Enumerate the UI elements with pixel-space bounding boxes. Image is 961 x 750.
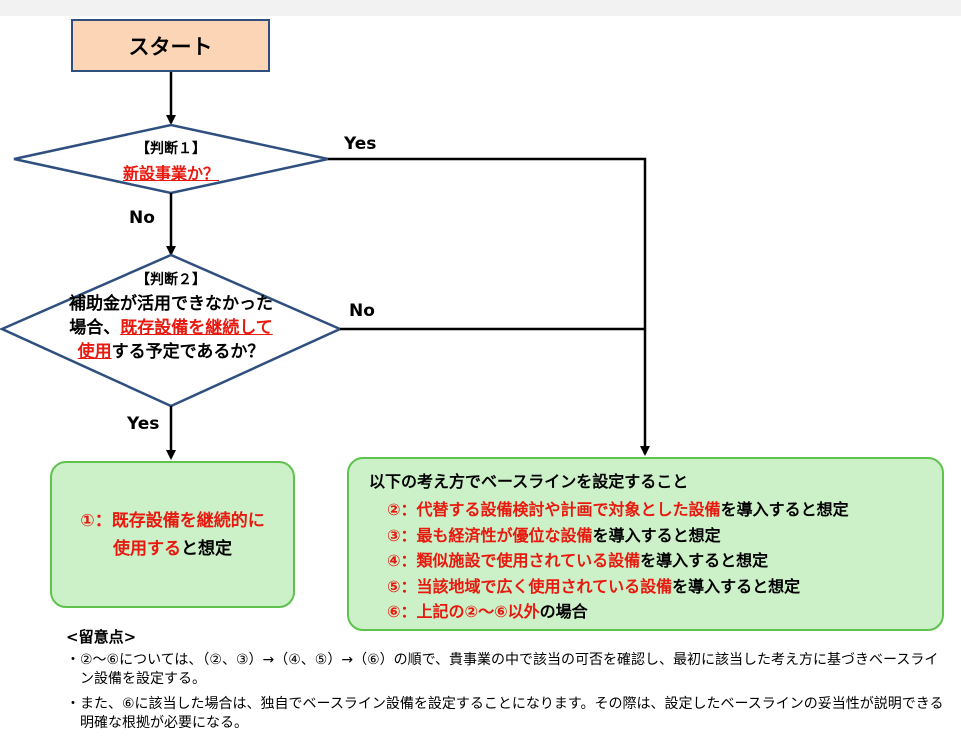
result-box-existing: ①：既存設備を継続的に 使用すると想定 <box>50 461 295 608</box>
start-box: スタート <box>71 19 270 72</box>
judge1-text: 【判断１】 新設事業か？ <box>71 138 271 184</box>
box-right-title: 以下の考え方でベースラインを設定すること <box>369 472 689 491</box>
note-item-1: ・②～⑥については、（②、③）→（④、⑤）→（⑥）の順で、貴事業の中で該当の可否… <box>66 652 939 687</box>
box-left-line1: ①：既存設備を継続的に <box>80 511 265 531</box>
top-band <box>0 0 961 16</box>
yes-path-judge1 <box>328 157 650 456</box>
yes-label-judge2: Yes <box>127 414 160 434</box>
baseline-item-3: ③：最も経済性が優位な設備を導入すると想定 <box>387 525 721 545</box>
yes-label-judge1: Yes <box>344 134 377 154</box>
result-box-baseline: 以下の考え方でベースラインを設定すること ②：代替する設備検討や計画で対象とした… <box>347 457 944 631</box>
judge2-line2a: 場合、 <box>69 318 121 338</box>
judge2-text: 【判断２】 補助金が活用できなかった 場合、既存設備を継続して 使用する予定であ… <box>41 268 301 364</box>
start-label: スタート <box>128 34 213 59</box>
judge2-tag: 【判断２】 <box>136 272 206 288</box>
judge2-line3a: 使用 <box>77 342 112 362</box>
judge2-line3b: する予定であるか？ <box>111 342 265 362</box>
judge2-line3: 使用する予定であるか？ <box>41 340 301 364</box>
baseline-item-2: ②：代替する設備検討や計画で対象とした設備を導入すると想定 <box>387 500 849 519</box>
no-label-judge1: No <box>129 208 155 228</box>
judge2-line2b: 既存設備を継続して <box>120 318 273 338</box>
baseline-item-5: ⑤：当該地域で広く使用されている設備を導入すると想定 <box>387 576 801 596</box>
baseline-item-6: ⑥：上記の②～⑥以外の場合 <box>387 602 588 621</box>
judge2-line1: 補助金が活用できなかった <box>69 294 273 314</box>
note-item-2: ・また、⑥に該当した場合は、独自でベースライン設備を設定することになります。その… <box>66 696 944 731</box>
judge1-tag: 【判断１】 <box>136 141 206 157</box>
baseline-list: ②：代替する設備検討や計画で対象とした設備を導入すると想定 ③：最も経済性が優位… <box>387 497 849 625</box>
box-left-line2b: と想定 <box>181 539 232 559</box>
judge2-line2: 場合、既存設備を継続して <box>41 316 301 340</box>
notes-section: <留意点> ・②～⑥については、（②、③）→（④、⑤）→（⑥）の順で、貴事業の中… <box>66 628 946 739</box>
judge1-question: 新設事業か？ <box>122 164 219 183</box>
box-left-line2a: 使用する <box>113 539 181 559</box>
notes-heading: <留意点> <box>66 628 137 646</box>
no-label-judge2: No <box>349 301 375 321</box>
baseline-item-4: ④：類似施設で使用されている設備を導入すると想定 <box>387 551 769 570</box>
